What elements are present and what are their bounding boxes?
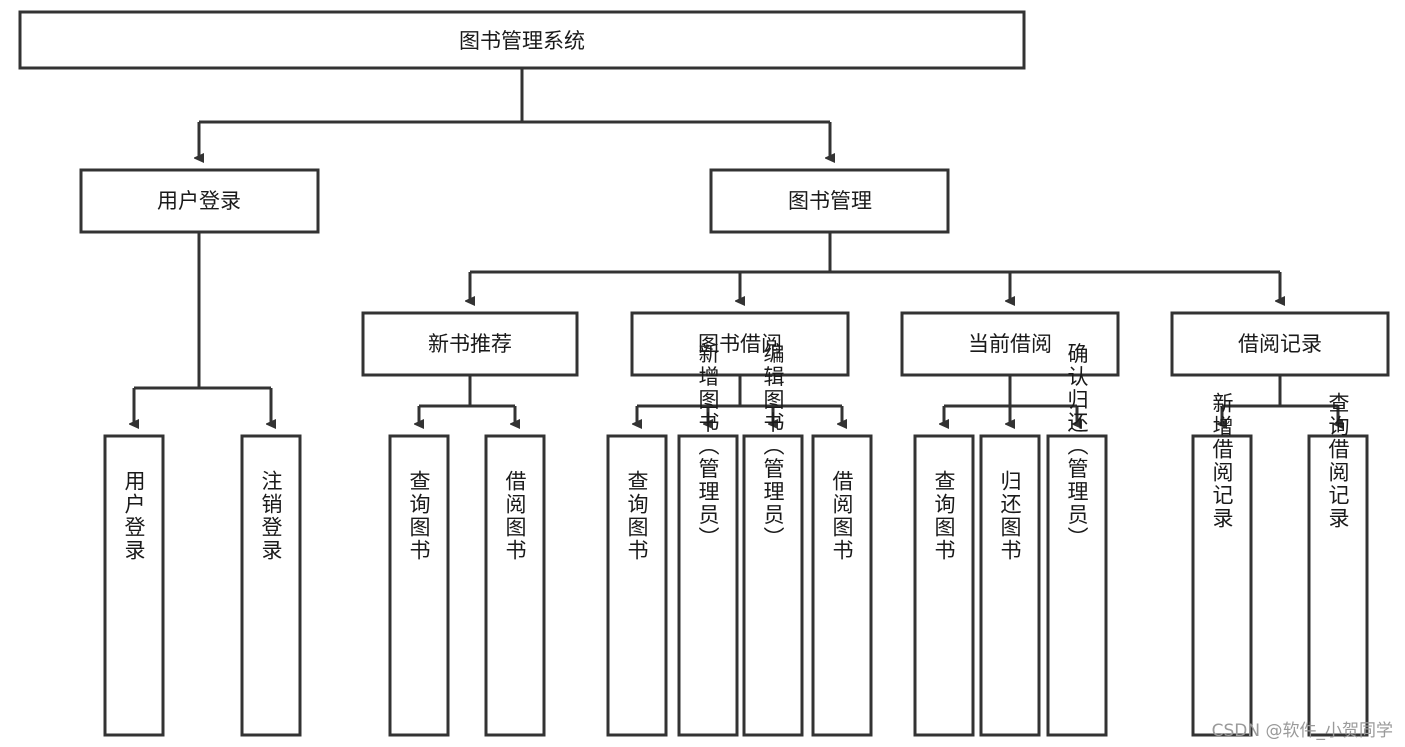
- node-current-borrow-box[interactable]: [900, 311, 1120, 377]
- node-leaf-add-book[interactable]: 新增图书（管理员）: [677, 343, 739, 737]
- node-leaf-borrow-book-1[interactable]: 借阅图书: [484, 434, 546, 737]
- node-current-borrow-label: 当前借阅: [968, 332, 1052, 356]
- node-leaf-query-book-3[interactable]: 查询图书: [913, 434, 975, 737]
- node-user-login-box[interactable]: [79, 168, 320, 234]
- connector-group-borrow-record: [1222, 375, 1338, 424]
- node-leaf-add-book-label: 新增图书（管理员）: [696, 343, 720, 550]
- node-new-book-rec[interactable]: 新书推荐: [361, 311, 579, 377]
- node-leaf-borrow-book-2-label: 借阅图书: [830, 470, 854, 562]
- connector-group-book-borrow: [637, 375, 842, 424]
- node-leaf-borrow-book-1-box[interactable]: [484, 434, 546, 737]
- node-current-borrow[interactable]: 当前借阅: [900, 311, 1120, 377]
- node-leaf-user-login[interactable]: 用户登录: [103, 434, 165, 737]
- node-book-borrow-label: 图书借阅: [698, 332, 782, 356]
- node-leaf-logout-login[interactable]: 注销登录: [240, 434, 302, 737]
- node-new-book-rec-label: 新书推荐: [428, 332, 512, 356]
- node-book-borrow-box[interactable]: [630, 311, 850, 377]
- node-leaf-add-record-label: 新增借阅记录: [1210, 392, 1234, 530]
- connector-group-new-book-rec: [419, 375, 515, 424]
- node-book-manage-box[interactable]: [709, 168, 950, 234]
- node-leaf-add-record[interactable]: 新增借阅记录: [1191, 392, 1253, 737]
- node-leaf-query-book-1-label: 查询图书: [407, 470, 431, 562]
- node-leaf-query-book-3-box[interactable]: [913, 434, 975, 737]
- node-leaf-query-record-label: 查询借阅记录: [1326, 392, 1350, 530]
- node-leaf-borrow-book-1-label: 借阅图书: [503, 470, 527, 562]
- connector-group-user-login: [134, 232, 271, 424]
- connector-group-root: [199, 68, 830, 158]
- node-root[interactable]: 图书管理系统: [18, 10, 1026, 70]
- node-root-label: 图书管理系统: [459, 29, 585, 53]
- node-leaf-return-book-label: 归还图书: [998, 470, 1022, 562]
- node-leaf-confirm-return-box[interactable]: [1046, 434, 1108, 737]
- node-leaf-query-book-1[interactable]: 查询图书: [388, 434, 450, 737]
- node-leaf-confirm-return-label: 确认归还（管理员）: [1065, 343, 1089, 550]
- connector-group-book-manage: [470, 232, 1280, 301]
- node-book-manage[interactable]: 图书管理: [709, 168, 950, 234]
- node-leaf-query-book-2-label: 查询图书: [625, 470, 649, 562]
- node-leaf-query-book-3-label: 查询图书: [932, 470, 956, 562]
- node-leaf-query-record-box[interactable]: [1307, 434, 1369, 737]
- node-leaf-return-book[interactable]: 归还图书: [979, 434, 1041, 737]
- node-leaf-user-login-label: 用户登录: [122, 470, 146, 562]
- node-root-box[interactable]: [18, 10, 1026, 70]
- node-leaf-query-book-1-box[interactable]: [388, 434, 450, 737]
- node-leaf-add-book-box[interactable]: [677, 434, 739, 737]
- node-leaf-return-book-box[interactable]: [979, 434, 1041, 737]
- node-book-borrow[interactable]: 图书借阅: [630, 311, 850, 377]
- node-leaf-borrow-book-2[interactable]: 借阅图书: [811, 434, 873, 737]
- node-borrow-record-box[interactable]: [1170, 311, 1390, 377]
- node-borrow-record-label: 借阅记录: [1238, 332, 1322, 356]
- node-leaf-user-login-box[interactable]: [103, 434, 165, 737]
- node-leaf-query-book-2[interactable]: 查询图书: [606, 434, 668, 737]
- node-leaf-query-record[interactable]: 查询借阅记录: [1307, 392, 1369, 737]
- node-leaf-query-book-2-box[interactable]: [606, 434, 668, 737]
- node-book-manage-label: 图书管理: [788, 189, 872, 213]
- node-user-login[interactable]: 用户登录: [79, 168, 320, 234]
- node-leaf-add-record-box[interactable]: [1191, 434, 1253, 737]
- node-leaf-logout-login-box[interactable]: [240, 434, 302, 737]
- node-leaf-edit-book-label: 编辑图书（管理员）: [761, 343, 785, 550]
- node-leaf-edit-book[interactable]: 编辑图书（管理员）: [742, 343, 804, 737]
- node-new-book-rec-box[interactable]: [361, 311, 579, 377]
- node-borrow-record[interactable]: 借阅记录: [1170, 311, 1390, 377]
- node-user-login-label: 用户登录: [157, 189, 241, 213]
- node-leaf-logout-login-label: 注销登录: [259, 470, 283, 562]
- node-leaf-confirm-return[interactable]: 确认归还（管理员）: [1046, 343, 1108, 737]
- node-leaf-borrow-book-2-box[interactable]: [811, 434, 873, 737]
- connector-group-current-borrow: [944, 375, 1077, 424]
- node-leaf-edit-book-box[interactable]: [742, 434, 804, 737]
